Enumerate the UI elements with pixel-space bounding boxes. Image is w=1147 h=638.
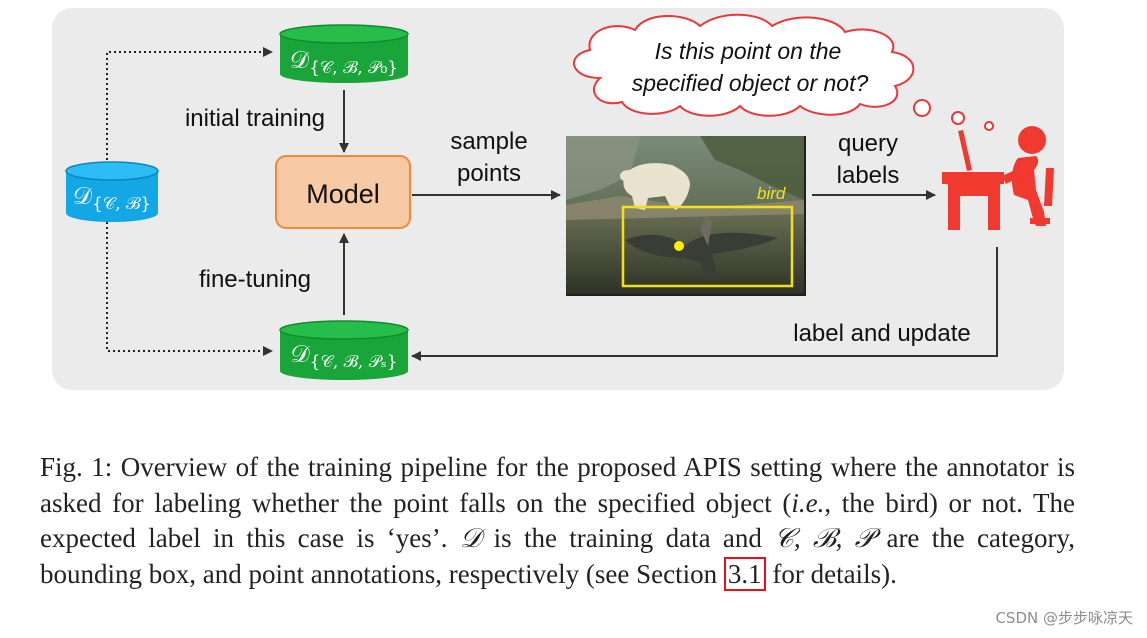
svg-text:𝒟{𝒞, ℬ}: 𝒟{𝒞, ℬ} <box>73 182 151 214</box>
label-fine-tuning: fine-tuning <box>199 266 311 293</box>
solid-arrows <box>339 90 998 361</box>
db-full-subscript: {𝒞, ℬ} <box>92 194 151 214</box>
arrow-label-update <box>411 247 998 361</box>
thought-bubble-icon: Is this point on the specified object or… <box>573 13 994 131</box>
model-label: Model <box>306 179 380 209</box>
db-sampled-symbol: 𝒟 <box>290 340 310 368</box>
label-labels: labels <box>837 162 900 189</box>
caption-text-3: is the training data and <box>481 523 775 553</box>
section-ref-link[interactable]: 3.1 <box>723 556 766 591</box>
label-initial-training: initial training <box>185 105 325 132</box>
caption-text-4: are the category, bounding box, and poin… <box>40 523 1075 589</box>
dotted-connectors <box>106 47 273 356</box>
annotator-at-desk-icon <box>942 126 1054 230</box>
caption-text-2: , the bird) or not. The expected label i… <box>40 487 1076 554</box>
db-initial-symbol: 𝒟 <box>290 46 310 74</box>
caption-text-1: Overview of the training pipeline for th… <box>40 452 1075 518</box>
caption-cbp-symbols: 𝒞, ℬ, 𝒫 <box>774 523 875 553</box>
db-full: 𝒟{𝒞, ℬ} <box>65 161 159 222</box>
label-points: points <box>457 160 521 187</box>
caption-ie: i.e. <box>791 487 825 518</box>
svg-text:𝒟{𝒞, ℬ, 𝒫₀}: 𝒟{𝒞, ℬ, 𝒫₀} <box>290 46 398 78</box>
db-initial: 𝒟{𝒞, ℬ, 𝒫₀} <box>279 24 409 83</box>
bbox-label: bird <box>757 184 786 203</box>
bubble-line1: Is this point on the <box>655 38 842 64</box>
caption-d-symbol: 𝒟 <box>459 523 482 553</box>
label-label-and-update: label and update <box>793 320 971 347</box>
pipeline-diagram: 𝒟{𝒞, ℬ, 𝒫₀} 𝒟{𝒞, ℬ} 𝒟{𝒞, ℬ, 𝒫ₛ} Model in… <box>65 13 1054 380</box>
caption-text-5: for details). <box>765 558 897 589</box>
watermark: CSDN @步步咏凉天 <box>995 609 1133 627</box>
db-sampled-subscript: {𝒞, ℬ, 𝒫ₛ} <box>310 352 398 372</box>
svg-text:𝒟{𝒞, ℬ, 𝒫ₛ}: 𝒟{𝒞, ℬ, 𝒫ₛ} <box>290 340 397 372</box>
figure-caption: Fig. 1: Overview of the training pipelin… <box>40 450 1075 592</box>
db-sampled: 𝒟{𝒞, ℬ, 𝒫ₛ} <box>279 320 409 380</box>
label-query: query <box>838 130 898 157</box>
sample-image: bird <box>566 136 806 296</box>
point-marker <box>674 241 684 251</box>
label-sample: sample <box>450 128 527 155</box>
bubble-line2: specified object or not? <box>632 70 869 96</box>
dotted-arrow-to-initial <box>106 47 273 160</box>
model-node: Model <box>275 155 411 229</box>
caption-fig-label: Fig. 1: <box>40 452 113 482</box>
db-full-symbol: 𝒟 <box>73 182 93 210</box>
bbox-bird <box>621 205 794 288</box>
db-initial-subscript: {𝒞, ℬ, 𝒫₀} <box>309 58 398 78</box>
